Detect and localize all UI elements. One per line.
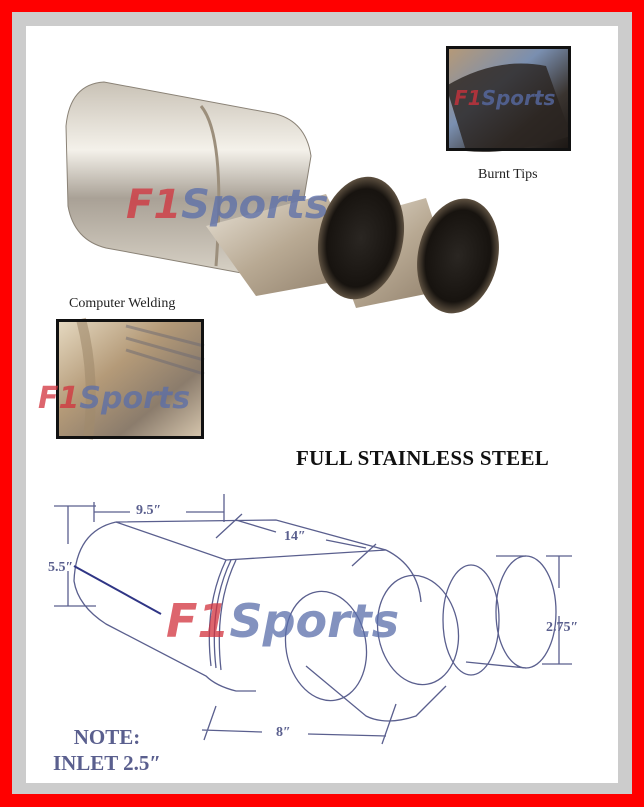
watermark-burnt-tips: F1Sports: [454, 86, 556, 110]
computer-welding-caption: Computer Welding: [69, 296, 176, 311]
note-label: NOTE:: [73, 725, 141, 749]
watermark-diagram: F1Sports: [166, 594, 400, 648]
dimension-height: 5.5″: [48, 560, 74, 575]
watermark-main: F1Sports: [126, 182, 329, 228]
watermark-welding: F1Sports: [38, 381, 191, 416]
dimension-width: 9.5″: [136, 503, 162, 518]
dimension-diagram: [54, 494, 572, 745]
muffler-photo: [54, 46, 572, 745]
dimension-tip-length: 8″: [276, 725, 291, 740]
dimension-length: 14″: [284, 529, 306, 544]
inlet-note: NOTE: INLET 2.5″: [32, 724, 182, 776]
product-sheet: Burnt Tips Computer Welding F1Sports F1S…: [26, 26, 618, 783]
headline: FULL STAINLESS STEEL: [296, 446, 550, 470]
burnt-tips-frame: [446, 46, 571, 151]
welding-frame: [56, 319, 204, 439]
dimension-tip-diameter: 2.75″: [546, 620, 579, 635]
note-inlet: INLET 2.5″: [52, 751, 162, 775]
burnt-tips-caption: Burnt Tips: [478, 167, 538, 182]
